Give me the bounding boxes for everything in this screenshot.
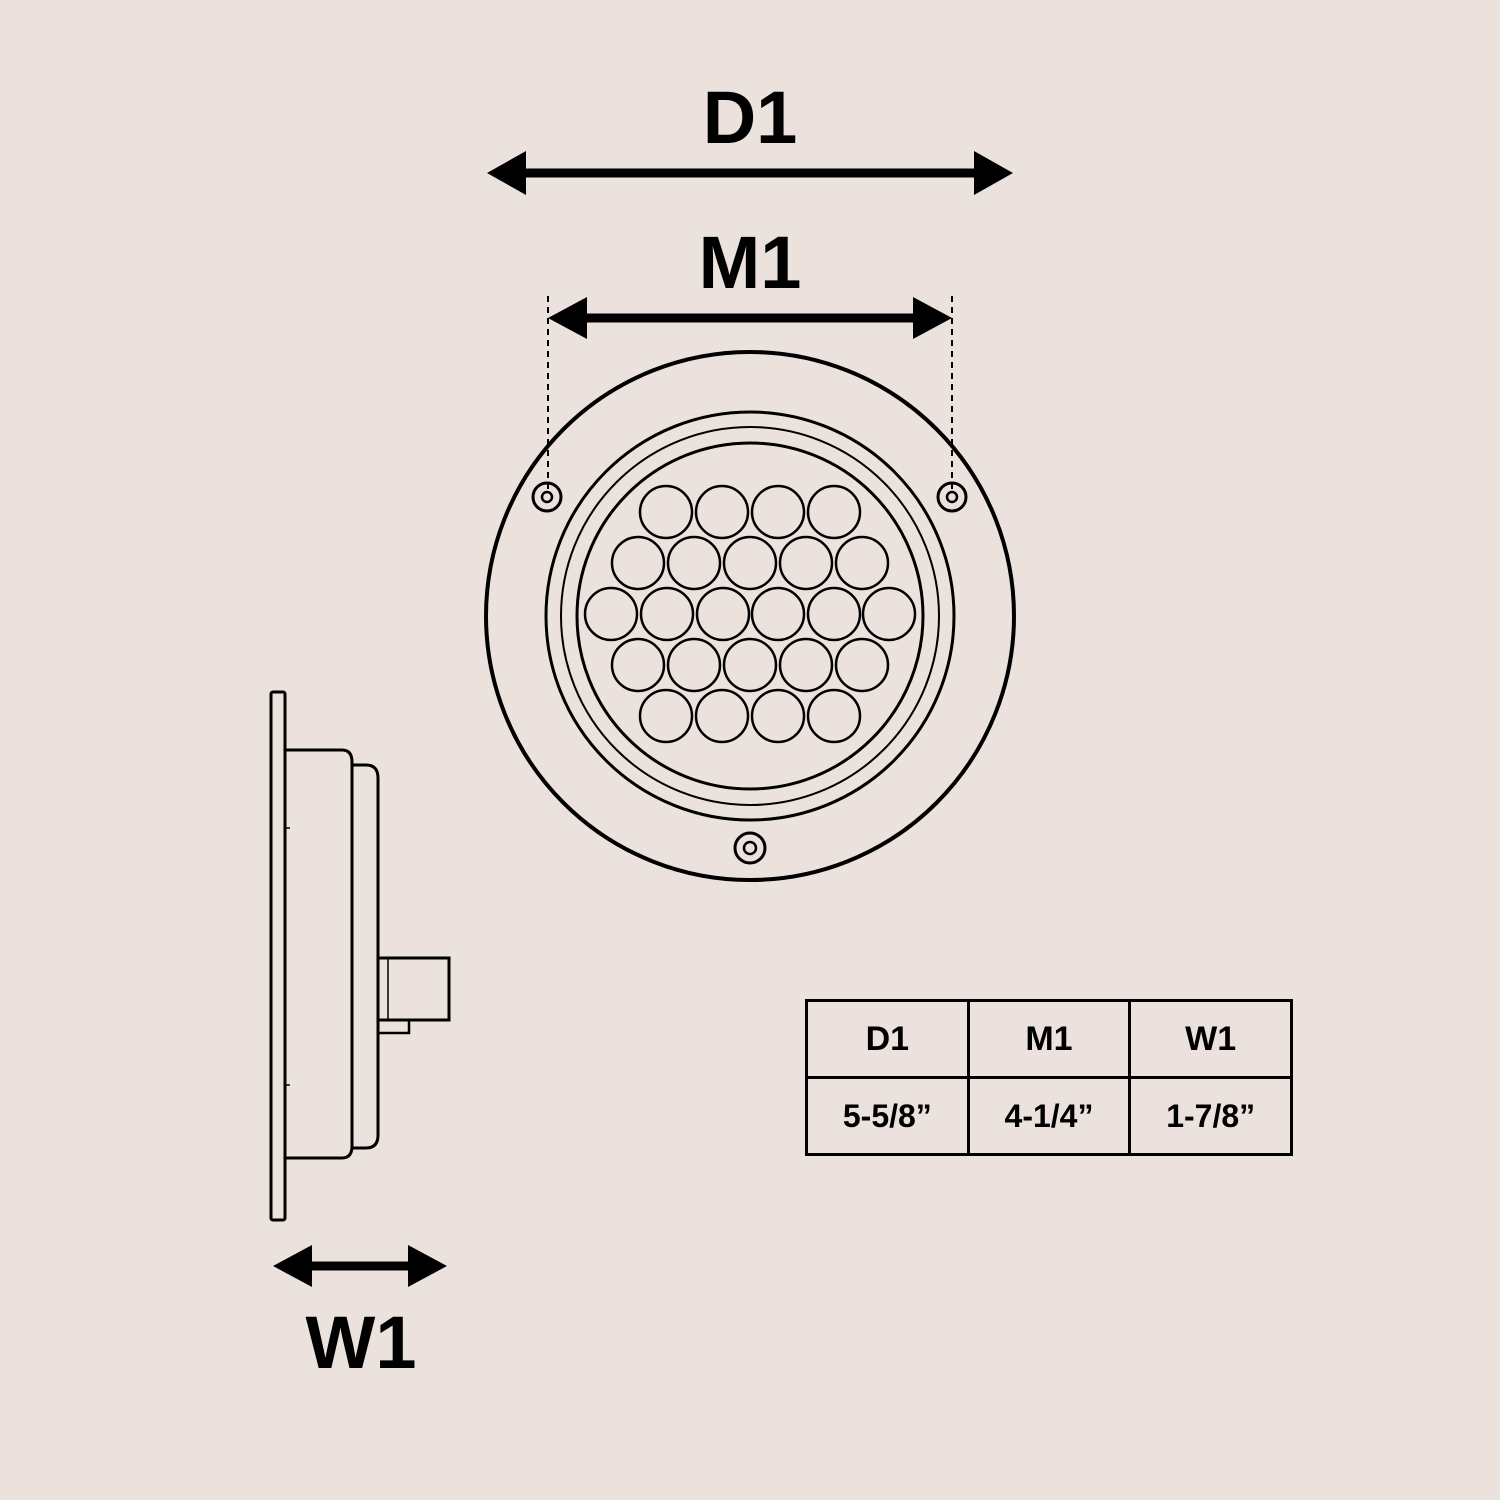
m1-dimension: M1: [547, 221, 953, 494]
d1-label: D1: [703, 76, 798, 159]
w1-arrowhead-left: [273, 1245, 312, 1287]
led: [583, 586, 639, 642]
led: [778, 637, 834, 693]
light-side-view: [269, 690, 451, 1222]
spec-value-w1: 1-7/8”: [1128, 1076, 1293, 1156]
w1-dimension: W1: [273, 1245, 447, 1384]
led: [695, 586, 751, 642]
side-housing: [285, 748, 354, 1160]
side-connector-tab: [376, 1018, 411, 1035]
led: [694, 484, 750, 540]
m1-label: M1: [699, 221, 802, 304]
led: [750, 688, 806, 744]
m1-arrowhead-right: [913, 297, 952, 339]
spec-value-d1: 5-5/8”: [805, 1076, 970, 1156]
led: [806, 688, 862, 744]
led: [834, 535, 890, 591]
led: [666, 637, 722, 693]
side-connector: [376, 956, 451, 1022]
d1-dimension: D1: [487, 76, 1013, 195]
led: [722, 535, 778, 591]
led: [638, 688, 694, 744]
bezel-ring-middle: [560, 426, 940, 806]
d1-arrowhead-left: [487, 151, 526, 195]
led: [639, 586, 695, 642]
led: [806, 586, 862, 642]
led: [610, 535, 666, 591]
led: [750, 586, 806, 642]
led-array: [583, 484, 917, 744]
spec-header-w1: W1: [1128, 999, 1293, 1079]
led: [834, 637, 890, 693]
spec-header-d1: D1: [805, 999, 970, 1079]
spec-value-m1: 4-1/4”: [966, 1076, 1132, 1156]
led: [638, 484, 694, 540]
led: [806, 484, 862, 540]
m1-arrowhead-left: [548, 297, 587, 339]
light-front-view: [484, 350, 1016, 882]
w1-label: W1: [306, 1301, 417, 1384]
led: [722, 637, 778, 693]
led: [666, 535, 722, 591]
outer-flange: [484, 350, 1016, 882]
led: [694, 688, 750, 744]
led: [750, 484, 806, 540]
bezel-ring-outer: [544, 410, 956, 822]
lens-ring: [575, 441, 925, 791]
mounting-hole-bottom: [733, 831, 767, 865]
d1-arrowhead-right: [974, 151, 1013, 195]
side-flange: [269, 690, 287, 1222]
mounting-hole-right: [936, 481, 968, 513]
spec-table-header-row: D1 M1 W1: [805, 999, 1293, 1079]
spec-header-m1: M1: [966, 999, 1132, 1079]
mounting-hole-left: [531, 481, 563, 513]
spec-table: D1 M1 W1 5-5/8” 4-1/4” 1-7/8”: [805, 999, 1293, 1156]
w1-arrowhead-right: [408, 1245, 447, 1287]
led: [610, 637, 666, 693]
spec-table-value-row: 5-5/8” 4-1/4” 1-7/8”: [805, 1076, 1293, 1156]
led: [861, 586, 917, 642]
led: [778, 535, 834, 591]
side-lens-rim: [352, 763, 380, 1150]
